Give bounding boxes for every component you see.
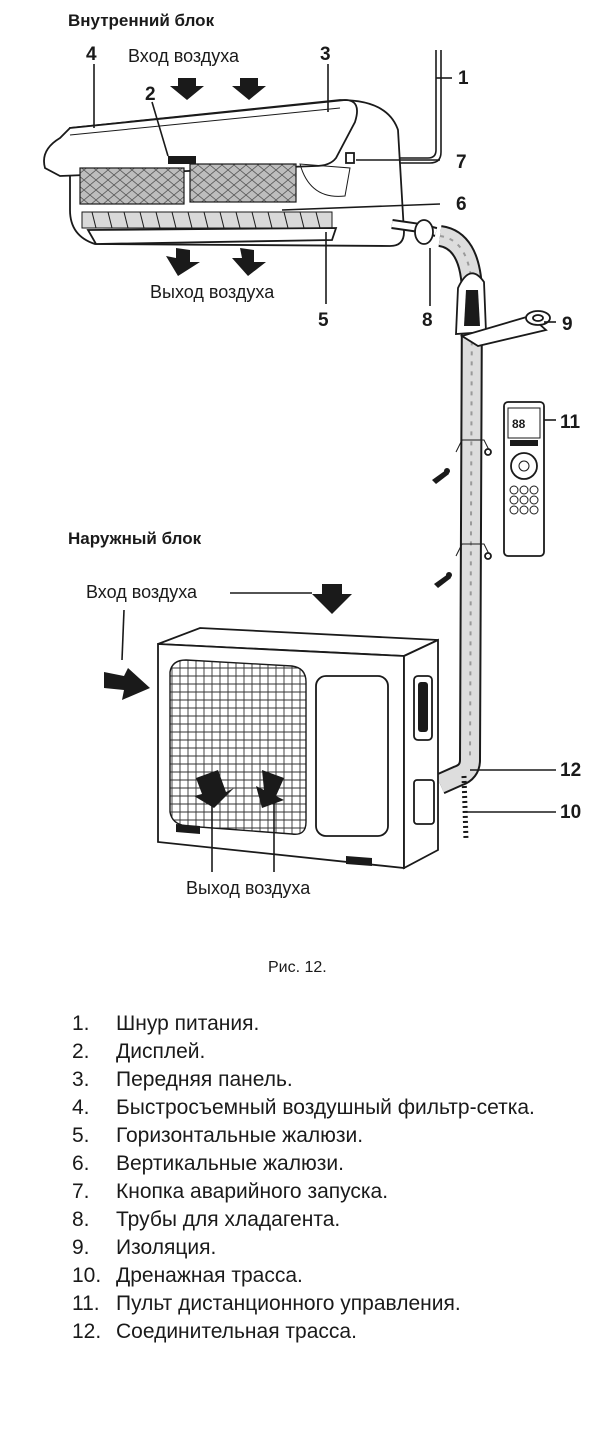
callout-2: 2 bbox=[145, 84, 156, 105]
legend-item: 3. Передняя панель. bbox=[72, 1066, 609, 1094]
legend-number: 1. bbox=[72, 1012, 90, 1035]
air-out-label-indoor: Выход воздуха bbox=[150, 282, 275, 302]
legend-item: 11. Пульт дистанционного управления. bbox=[72, 1290, 609, 1318]
remote-control: 88 bbox=[503, 401, 545, 557]
legend-item: 10. Дренажная трасса. bbox=[72, 1262, 609, 1290]
legend-number: 5. bbox=[72, 1124, 90, 1147]
wall-screw-lower bbox=[434, 572, 452, 588]
remote-display-digits: 88 bbox=[512, 417, 526, 431]
outdoor-unit bbox=[157, 627, 439, 870]
legend-number: 3. bbox=[72, 1068, 90, 1091]
legend-number: 2. bbox=[72, 1040, 90, 1063]
legend-text: Шнур питания. bbox=[116, 1012, 260, 1035]
callout-leaders bbox=[93, 64, 556, 813]
callout-4: 4 bbox=[86, 44, 97, 65]
legend-text: Дисплей. bbox=[116, 1040, 206, 1063]
air-in-arrows-indoor bbox=[170, 78, 266, 100]
indoor-unit bbox=[43, 50, 442, 247]
callout-1: 1 bbox=[458, 68, 469, 89]
legend-number: 9. bbox=[72, 1236, 90, 1259]
insulated-line bbox=[435, 225, 492, 795]
power-cord bbox=[392, 50, 437, 159]
air-in-arrows-outdoor bbox=[104, 584, 352, 700]
callout-11: 11 bbox=[560, 412, 581, 433]
legend-text: Кнопка аварийного запуска. bbox=[116, 1180, 389, 1203]
air-in-label-outdoor: Вход воздуха bbox=[86, 582, 198, 602]
callout-5: 5 bbox=[318, 310, 329, 331]
legend-text: Соединительная трасса. bbox=[116, 1320, 357, 1343]
air-in-label-indoor: Вход воздуха bbox=[128, 46, 240, 66]
air-filter-left bbox=[79, 167, 185, 205]
legend-item: 8. Трубы для хладагента. bbox=[72, 1206, 609, 1234]
legend-item: 6. Вертикальные жалюзи. bbox=[72, 1150, 609, 1178]
outdoor-unit-side bbox=[403, 638, 439, 870]
emergency-button bbox=[345, 152, 355, 164]
front-panel bbox=[43, 99, 358, 177]
legend-item: 7. Кнопка аварийного запуска. bbox=[72, 1178, 609, 1206]
callout-6: 6 bbox=[456, 194, 467, 215]
air-out-arrows-indoor bbox=[166, 248, 266, 276]
legend-item: 9. Изоляция. bbox=[72, 1234, 609, 1262]
display bbox=[168, 156, 196, 164]
service-valves bbox=[413, 779, 435, 825]
legend-number: 6. bbox=[72, 1152, 90, 1175]
callout-10: 10 bbox=[560, 802, 581, 823]
legend-text: Горизонтальные жалюзи. bbox=[116, 1124, 364, 1147]
parts-legend: 1. Шнур питания. 2. Дисплей. 3. Передняя па… bbox=[72, 1010, 609, 1346]
callout-8: 8 bbox=[422, 310, 433, 331]
fan-grille bbox=[169, 659, 307, 835]
legend-number: 10. bbox=[72, 1264, 102, 1287]
callout-7: 7 bbox=[456, 152, 467, 173]
wall-screw-upper bbox=[432, 468, 450, 484]
legend-number: 4. bbox=[72, 1096, 90, 1119]
air-out-arrows-outdoor bbox=[194, 770, 284, 808]
legend-number: 8. bbox=[72, 1208, 90, 1231]
legend-text: Трубы для хладагента. bbox=[116, 1208, 341, 1231]
vertical-louvers bbox=[81, 211, 333, 229]
figure-caption: Рис. 12. bbox=[268, 959, 327, 976]
outdoor-unit-heading: Наружный блок bbox=[68, 529, 202, 548]
callout-12: 12 bbox=[560, 760, 581, 781]
legend-text: Дренажная трасса. bbox=[116, 1264, 303, 1287]
legend-text: Вертикальные жалюзи. bbox=[116, 1152, 344, 1175]
horizontal-louver bbox=[86, 227, 338, 245]
callout-3: 3 bbox=[320, 44, 331, 65]
air-out-label-outdoor: Выход воздуха bbox=[186, 878, 311, 898]
legend-text: Изоляция. bbox=[116, 1236, 217, 1259]
legend-number: 7. bbox=[72, 1180, 90, 1203]
air-filter-right bbox=[189, 163, 297, 203]
legend-text: Быстросъемный воздушный фильтр-сетка. bbox=[116, 1096, 535, 1119]
legend-item: 5. Горизонтальные жалюзи. bbox=[72, 1122, 609, 1150]
legend-item: 12. Соединительная трасса. bbox=[72, 1318, 609, 1346]
legend-item: 1. Шнур питания. bbox=[72, 1010, 609, 1038]
legend-number: 12. bbox=[72, 1320, 102, 1343]
service-panel bbox=[315, 675, 389, 837]
split-system-diagram: Внутренний блок Наружный блок bbox=[43, 11, 581, 976]
drain-line bbox=[461, 775, 469, 841]
legend-item: 4. Быстросъемный воздушный фильтр-сетка. bbox=[72, 1094, 609, 1122]
legend-text: Передняя панель. bbox=[116, 1068, 293, 1091]
legend-text: Пульт дистанционного управления. bbox=[116, 1292, 461, 1315]
legend-item: 2. Дисплей. bbox=[72, 1038, 609, 1066]
legend-number: 11. bbox=[72, 1292, 100, 1315]
indoor-unit-heading: Внутренний блок bbox=[68, 11, 215, 30]
callout-9: 9 bbox=[562, 314, 573, 335]
